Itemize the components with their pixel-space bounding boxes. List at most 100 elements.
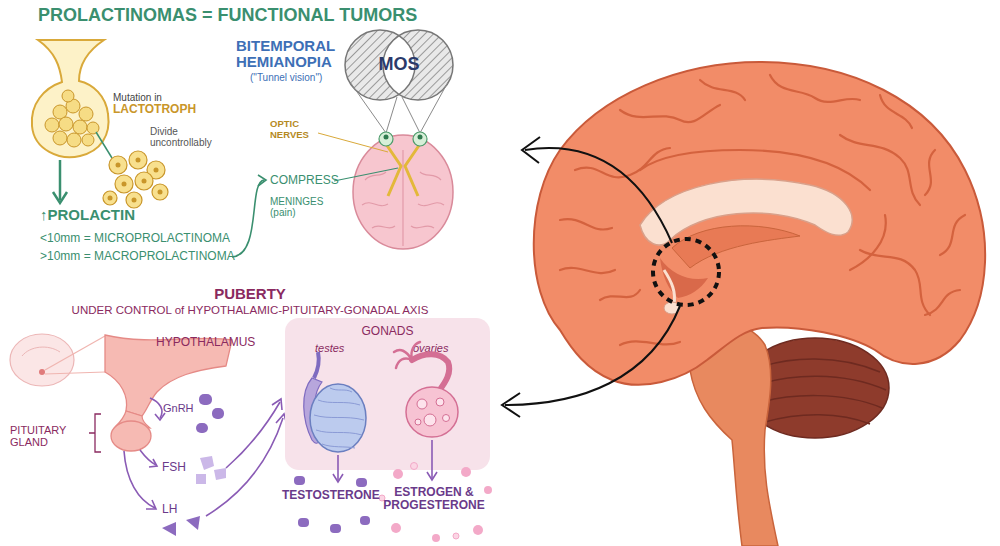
pituitary-illustration-part-part [87, 122, 99, 134]
hpg-axis-illustration-part-part [146, 500, 156, 509]
brain-illustration-part-part [505, 306, 680, 405]
brain-illustration-part-part [525, 148, 672, 243]
visual-field [345, 30, 453, 133]
brain-base-view-part-part [418, 135, 423, 140]
brain-illustration-part-part [940, 215, 965, 255]
hpg-axis-illustration-part-part [226, 402, 280, 468]
section-heading: PUBERTY [0, 286, 500, 303]
pituitary-illustration-part-part [132, 198, 137, 203]
brain-illustration-part-part [748, 376, 886, 390]
hormone-molecules-part-part [432, 534, 440, 542]
pituitary-illustration-part-part [152, 184, 168, 200]
brain-illustration-part-part [925, 150, 935, 195]
pituitary-illustration-part-part [73, 120, 87, 134]
brain-illustration-part-part [770, 75, 860, 102]
hpg-axis-illustration-part-part [206, 418, 283, 516]
brain-illustration-part [653, 239, 719, 305]
hpg-axis-illustration-part [45, 336, 105, 370]
visual-field-part [350, 82, 448, 133]
hpg-axis-illustration-part [45, 372, 105, 374]
size-definition: >10mm = MACROPROLACTINOMA [40, 250, 235, 263]
leader-lines-part [258, 175, 266, 186]
brain-illustration-part [741, 338, 889, 438]
brain-base-view [353, 132, 453, 249]
pituitary-illustration-part [32, 40, 109, 157]
pituitary-illustration-part-part [67, 133, 81, 147]
size-definition: <10mm = MICROPROLACTINOMA [40, 232, 230, 245]
pituitary-illustration-part [103, 151, 168, 208]
hpg-axis-illustration-part [39, 369, 45, 375]
region-box: GONADStestesovaries [285, 318, 490, 470]
pituitary-illustration-part-part [79, 107, 93, 121]
leader-lines [232, 133, 398, 257]
brain-illustration-part-part [640, 150, 870, 190]
pituitary-illustration-part [96, 132, 112, 158]
structure-name: OPTIC NERVES [270, 119, 326, 140]
hpg-axis-illustration-part [22, 347, 60, 356]
brain-illustration-part-part [600, 290, 640, 300]
brain-illustration-part-part [850, 215, 886, 270]
hormone-molecules-part-part [294, 476, 305, 485]
hpg-axis-illustration-part-part [199, 394, 212, 405]
hpg-axis-illustration-part-part [214, 468, 226, 480]
visual-field-part-part [350, 82, 386, 133]
hpg-axis-illustration-part [116, 411, 150, 428]
brain-base-view-part-part [413, 132, 427, 146]
brain-illustration-part [672, 226, 800, 268]
structure-name: PITUITARY GLAND [10, 424, 82, 449]
brain-base-view-part [379, 132, 427, 146]
action-label: COMPRESS [270, 174, 339, 187]
pituitary-illustration-part-part [53, 105, 67, 119]
brain-illustration-part-part [620, 105, 720, 122]
brain-illustration-part-part [700, 80, 745, 100]
hpg-axis-illustration-part [124, 398, 287, 516]
hpg-axis-illustration-part-part [196, 474, 206, 484]
brain-illustration-part-part [560, 219, 612, 229]
pituitary-illustration-part-part [116, 163, 121, 168]
brain-illustration-part [660, 258, 708, 298]
visual-field-part-part [420, 82, 448, 133]
hpg-axis-illustration-part-part [200, 456, 214, 470]
brain-illustration [502, 62, 985, 546]
pituitary-illustration-part-part [135, 172, 153, 190]
condition-name: BITEMPORAL HEMIANOPIA [236, 38, 346, 70]
hpg-axis-illustration-part-part [186, 516, 200, 530]
brain-base-view-part-part [386, 144, 401, 196]
pituitary-illustration-part-part [147, 161, 165, 179]
diagram-title: PROLACTINOMAS = FUNCTIONAL TUMORS [38, 5, 417, 25]
pituitary-illustration-part-part [66, 99, 80, 113]
hpg-axis-illustration-part-part [155, 413, 165, 420]
brain-base-view-part-part [411, 226, 434, 228]
pituitary-illustration-part-part [59, 117, 73, 131]
brain-illustration-part-part [560, 268, 615, 273]
brain-illustration-part [502, 137, 680, 417]
brain-illustration-part-part [880, 95, 912, 128]
hormone-molecules-part [294, 476, 370, 533]
brain-base-view-part-part [420, 172, 441, 180]
brain-illustration-part-part [840, 135, 920, 205]
brain-illustration-part-part [522, 137, 540, 163]
leader-lines-part [318, 133, 388, 152]
brain-illustration-part [675, 314, 778, 546]
brain-base-view-part-part [379, 132, 393, 146]
hormone-molecules-part-part [484, 486, 492, 494]
pituitary-illustration-part-part [129, 151, 147, 169]
brain-illustration-part [664, 302, 680, 314]
pituitary-illustration-part [53, 192, 67, 203]
pituitary-illustration-part [59, 160, 62, 200]
hormone-label: LH [162, 503, 177, 516]
caption-text: Mutation in [113, 92, 162, 103]
ovary-drawing-part [427, 472, 437, 480]
hpg-axis-illustration-part [196, 394, 224, 433]
brain-base-view-part-part [418, 203, 444, 206]
brain-illustration-part-part [860, 250, 930, 315]
leader-lines-part [232, 180, 264, 257]
hpg-axis-illustration-part-part [149, 459, 157, 467]
brain-base-view-part-part [372, 226, 395, 228]
pituitary-illustration [32, 40, 168, 208]
brain-base-view-part-part [365, 172, 386, 180]
brain-base-view-part-part [402, 150, 403, 246]
pituitary-illustration-part [108, 158, 163, 203]
